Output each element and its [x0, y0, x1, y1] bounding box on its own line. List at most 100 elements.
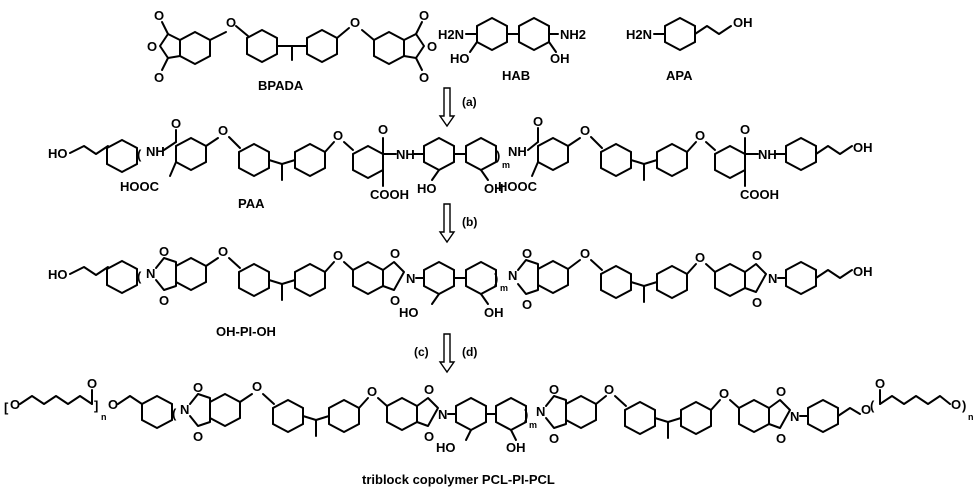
hab-structure: H2N HO NH2 OH [438, 16, 586, 66]
atom-o: O [218, 244, 228, 259]
imide-nitrogen: N [406, 271, 415, 286]
carboxyl-group: COOH [740, 187, 779, 202]
amide-group: NH [508, 144, 527, 159]
pcl-pi-pcl-structure: [ O O ] n O ( N O O O O O O N HO [4, 376, 974, 455]
atom-o: O [333, 128, 343, 143]
oh-pi-oh-structure: HO ( N O O O O O O N HO OH ) m N [48, 244, 873, 320]
imide-nitrogen: N [180, 402, 189, 417]
atom-o: O [333, 248, 343, 263]
atom-o: O [350, 15, 360, 30]
step-label-a: (a) [462, 95, 477, 109]
hydroxyl-group: HO [450, 51, 470, 66]
pcl-bracket-close: ] [94, 398, 98, 413]
atom-o: O [193, 380, 203, 395]
atom-o: O [193, 429, 203, 444]
atom-o: O [367, 384, 377, 399]
hydroxyl-group: HO [417, 181, 437, 196]
amide-group: NH [146, 144, 165, 159]
atom-o: O [951, 397, 961, 412]
atom-o: O [861, 402, 871, 417]
imide-nitrogen: N [146, 266, 155, 281]
atom-o: O [108, 397, 118, 412]
bpada-label: BPADA [258, 78, 304, 93]
atom-o: O [752, 295, 762, 310]
atom-o: O [740, 122, 750, 137]
atom-o: O [154, 70, 164, 85]
atom-o: O [549, 382, 559, 397]
step-label-d: (d) [462, 345, 477, 359]
hydroxyl-group: HO [399, 305, 419, 320]
atom-o: O [776, 431, 786, 446]
hab-label: HAB [502, 68, 530, 83]
atom-o: O [10, 397, 20, 412]
step-label-b: (b) [462, 215, 477, 229]
atom-o: O [695, 128, 705, 143]
atom-o: O [159, 293, 169, 308]
pcl-bracket-open: [ [4, 400, 9, 415]
atom-o: O [522, 246, 532, 261]
repeat-bracket-close: ) [494, 271, 498, 286]
atom-o: O [533, 114, 543, 129]
atom-o: O [159, 244, 169, 259]
repeat-bracket-open: ( [137, 269, 142, 284]
atom-o: O [427, 39, 437, 54]
amine-group: H2N [438, 27, 464, 42]
atom-o: O [424, 429, 434, 444]
atom-o: O [390, 246, 400, 261]
repeat-bracket-open: ( [137, 147, 142, 162]
atom-o: O [752, 248, 762, 263]
repeat-count: m [502, 160, 510, 170]
atom-o: O [252, 379, 262, 394]
imide-nitrogen: N [536, 404, 545, 419]
amide-group: NH [396, 147, 415, 162]
step-arrow-b [438, 203, 456, 244]
paa-label: PAA [238, 196, 265, 211]
repeat-count: m [529, 420, 537, 430]
hydroxyl-group: OH [733, 15, 753, 30]
imide-nitrogen: N [508, 268, 517, 283]
atom-o: O [378, 122, 388, 137]
atom-o: O [695, 250, 705, 265]
apa-structure: H2N OH [626, 15, 753, 52]
oh-pi-oh-label: OH-PI-OH [216, 324, 276, 339]
carboxyl-group: HOOC [120, 179, 160, 194]
atom-o: O [604, 382, 614, 397]
repeat-bracket-close: ) [524, 407, 528, 422]
hydroxyl-group: OH [853, 264, 873, 279]
atom-o: O [226, 15, 236, 30]
pcl-bracket-open: ( [870, 398, 875, 413]
atom-o: O [87, 376, 97, 391]
imide-nitrogen: N [768, 271, 777, 286]
hydroxyl-group: OH [506, 440, 526, 455]
pcl-repeat-count: n [968, 412, 974, 422]
amine-group: NH2 [560, 27, 586, 42]
apa-label: APA [666, 68, 693, 83]
carboxyl-group: COOH [370, 187, 409, 202]
amine-group: H2N [626, 27, 652, 42]
triblock-label: triblock copolymer PCL-PI-PCL [362, 472, 555, 487]
imide-nitrogen: N [438, 407, 447, 422]
hydroxyl-group: HO [48, 267, 68, 282]
atom-o: O [419, 8, 429, 23]
atom-o: O [549, 431, 559, 446]
repeat-count: m [500, 283, 508, 293]
paa-structure: HO ( NH O HOOC O O O NH COOH HO [48, 114, 873, 202]
hydroxyl-group: HO [48, 146, 68, 161]
pcl-bracket-close: ) [962, 398, 966, 413]
hydroxyl-group: OH [484, 181, 504, 196]
hydroxyl-group: OH [550, 51, 570, 66]
atom-o: O [875, 376, 885, 391]
atom-o: O [154, 8, 164, 23]
hydroxyl-group: OH [484, 305, 504, 320]
pcl-repeat-count: n [101, 412, 107, 422]
hydroxyl-group: OH [853, 140, 873, 155]
carboxyl-group: HOOC [498, 179, 538, 194]
repeat-bracket-close: ) [496, 148, 500, 163]
step-label-c: (c) [414, 345, 429, 359]
atom-o: O [390, 293, 400, 308]
imide-nitrogen: N [790, 409, 799, 424]
step-arrow-cd [438, 333, 456, 374]
atom-o: O [580, 123, 590, 138]
